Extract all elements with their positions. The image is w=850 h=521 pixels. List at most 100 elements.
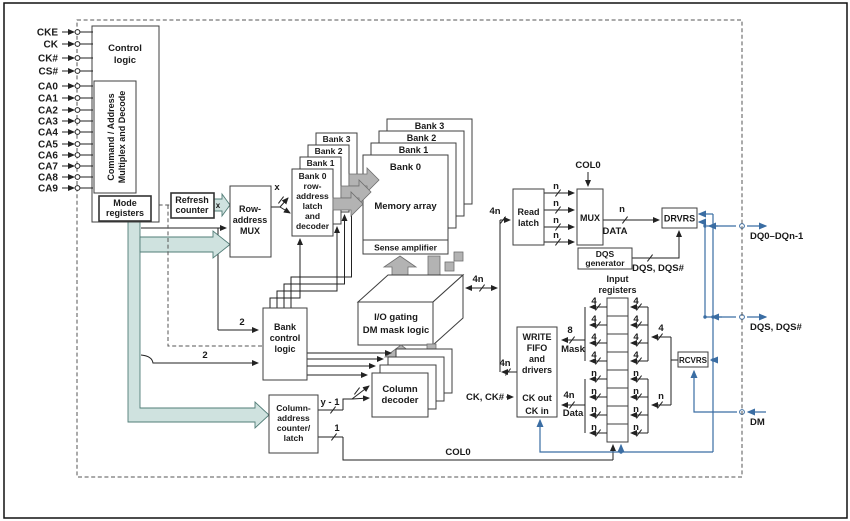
row-address-mux-box	[229, 185, 272, 258]
svg-text:drivers: drivers	[522, 365, 552, 375]
svg-text:Bank 3: Bank 3	[415, 121, 445, 131]
svg-text:Refresh: Refresh	[175, 195, 209, 205]
mux-box	[576, 188, 604, 246]
bus-width-label: 4	[591, 350, 597, 361]
svg-text:2: 2	[202, 350, 207, 361]
column-decoder-stack	[371, 348, 453, 418]
svg-text:8: 8	[567, 325, 572, 336]
pin-label: CA4	[38, 128, 58, 139]
data-path-wires	[465, 172, 682, 400]
svg-text:Bank 1: Bank 1	[399, 145, 429, 155]
bus-width-label: n	[633, 422, 639, 433]
logic-boxes	[91, 25, 709, 454]
svg-text:Multiplex and Decode: Multiplex and Decode	[117, 91, 127, 184]
pin-CKE: CKE	[37, 28, 93, 39]
memory-array-stack	[362, 118, 473, 255]
svg-text:n: n	[553, 198, 559, 209]
bank-row-latch-stack	[291, 132, 358, 237]
svg-text:n: n	[619, 204, 625, 215]
cmd-addr-box	[93, 80, 137, 194]
register-bus-wires	[561, 307, 678, 433]
dq-pin-label: DQ0–DQn-1	[750, 231, 804, 242]
svg-text:WRITE: WRITE	[523, 332, 552, 342]
svg-text:latch: latch	[518, 218, 539, 228]
pin-label: CA2	[38, 106, 58, 117]
pin-label: CA3	[38, 117, 58, 128]
pin-label: CKE	[37, 28, 58, 39]
sense-amplifier-box	[362, 239, 449, 255]
chip-boundary	[76, 19, 743, 478]
mode-registers-box	[98, 195, 152, 222]
svg-text:Bank: Bank	[274, 322, 297, 332]
input-register-cell	[606, 297, 629, 317]
svg-text:counter/: counter/	[277, 423, 311, 433]
pin-CA1: CA1	[38, 94, 93, 105]
svg-text:2: 2	[239, 317, 244, 328]
bank-control-decoder-wires	[307, 350, 392, 378]
input-register-cell	[606, 315, 629, 335]
svg-text:DQS, DQS#: DQS, DQS#	[632, 263, 684, 274]
pin-CA0: CA0	[38, 82, 93, 93]
svg-text:and: and	[305, 211, 320, 221]
pin-CA9: CA9	[38, 184, 93, 195]
bus-width-label: 4	[591, 332, 597, 343]
svg-text:Column: Column	[382, 384, 418, 395]
bus-width-label: n	[591, 404, 597, 415]
svg-text:Read: Read	[517, 207, 539, 217]
dqs-generator-box	[577, 247, 633, 270]
rcvrs-box	[677, 351, 709, 368]
pin-label: CA5	[38, 140, 58, 151]
pin-CK#: CK#	[38, 54, 93, 65]
svg-text:row-: row-	[304, 181, 322, 191]
svg-text:Column-: Column-	[276, 403, 311, 413]
pin-label: CA7	[38, 162, 58, 173]
pin-CK: CK	[44, 40, 93, 51]
svg-text:decoder: decoder	[296, 221, 330, 231]
svg-text:Bank 0: Bank 0	[299, 171, 327, 181]
svg-text:x: x	[274, 182, 280, 193]
pin-CA7: CA7	[38, 162, 93, 173]
svg-text:CK, CK#: CK, CK#	[466, 392, 505, 403]
svg-text:y - 1: y - 1	[320, 397, 340, 408]
svg-text:FIFO: FIFO	[527, 343, 548, 353]
bank-control-logic-box	[262, 307, 308, 381]
svg-text:address: address	[233, 215, 268, 225]
svg-text:COL0: COL0	[575, 160, 600, 171]
svg-text:1: 1	[334, 423, 340, 434]
drvrs-box	[661, 207, 698, 229]
svg-text:address: address	[277, 413, 310, 423]
pin-label: CA1	[38, 94, 58, 105]
bus-width-label: 4	[633, 296, 639, 307]
svg-text:generator: generator	[585, 258, 625, 268]
bus-width-label: n	[633, 368, 639, 379]
refresh-x-arrow	[213, 192, 231, 218]
svg-text:n: n	[553, 230, 559, 241]
input-register-cell	[606, 333, 629, 353]
svg-text:logic: logic	[274, 344, 295, 354]
bus-width-label: n	[591, 368, 597, 379]
bank-select-wires	[269, 202, 355, 308]
bus-width-label: 4	[591, 296, 597, 307]
svg-text:MUX: MUX	[580, 213, 600, 223]
pin-CA4: CA4	[38, 128, 93, 139]
svg-text:n: n	[658, 391, 664, 402]
svg-text:Data: Data	[563, 408, 584, 419]
svg-text:decoder: decoder	[382, 395, 419, 406]
svg-text:DRVRS: DRVRS	[664, 214, 695, 224]
svg-text:n: n	[553, 181, 559, 192]
svg-text:registers: registers	[598, 285, 636, 295]
svg-text:Input: Input	[607, 274, 629, 284]
input-register-cell	[606, 351, 629, 371]
svg-text:Control: Control	[108, 43, 142, 54]
row-mux-output-wires	[271, 196, 291, 214]
svg-text:Bank 2: Bank 2	[407, 133, 437, 143]
svg-text:control: control	[270, 333, 301, 343]
pin-label: CK#	[38, 54, 58, 65]
svg-text:registers: registers	[106, 208, 144, 218]
svg-text:I/O gating: I/O gating	[374, 312, 418, 323]
write-fifo-box	[516, 326, 558, 418]
pin-label: CS#	[39, 67, 59, 78]
svg-text:x: x	[216, 201, 221, 210]
svg-text:Command / Address: Command / Address	[106, 93, 116, 180]
